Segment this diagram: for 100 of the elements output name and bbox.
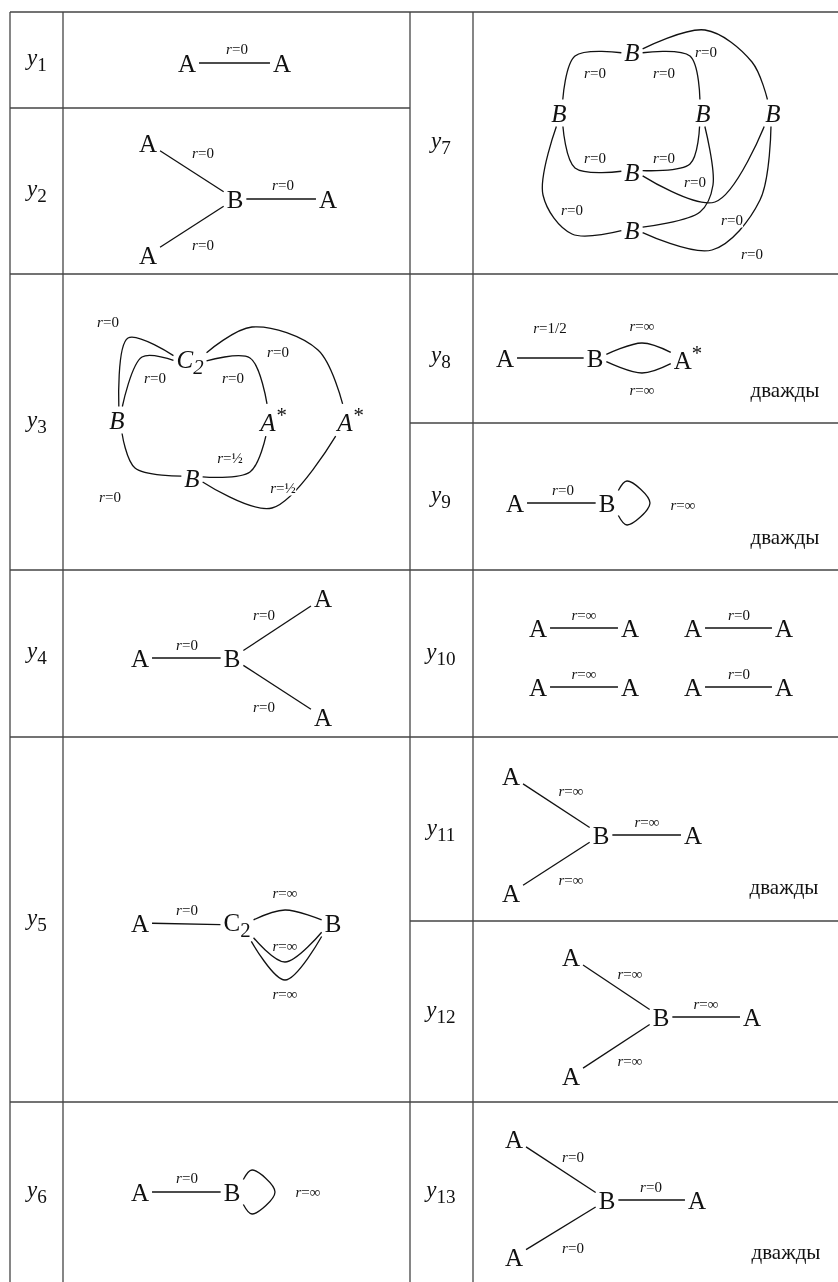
edge-label: r=0 [584, 150, 606, 166]
edge-label: r=0 [267, 344, 289, 360]
graph-vertex: B [223, 1179, 241, 1205]
graph-vertex: A [620, 674, 640, 700]
graph-edge [642, 125, 765, 204]
graph-edge [704, 627, 773, 629]
graph-vertex: A [313, 704, 333, 730]
note-text: дважды [749, 876, 819, 898]
graph-edge [642, 50, 701, 101]
graph-edge [205, 355, 268, 405]
note-text: дважды [750, 379, 820, 401]
edge-label: r=0 [176, 637, 198, 653]
graph-vertex: A [501, 880, 521, 906]
edge-label: r=0 [253, 699, 275, 715]
graph-edge [562, 50, 622, 101]
graph-edge [252, 931, 323, 963]
graph-vertex: A$^{*}$ [260, 404, 286, 436]
edge-label: r=0 [97, 314, 119, 330]
graph-edge [671, 1016, 741, 1018]
graph-vertex: A [528, 615, 548, 641]
row-label: y$_{1}$ [27, 46, 47, 74]
row-label: y$_{12}$ [426, 998, 456, 1026]
graph-vertex: B [592, 822, 610, 848]
edge-label: r=½ [270, 480, 296, 496]
graph-edge [151, 657, 222, 659]
graph-vertex: A [313, 585, 333, 611]
graph-edge [205, 326, 344, 405]
edge-label: r=0 [653, 150, 675, 166]
graph-vertex: A [501, 763, 521, 789]
loop-edge [617, 480, 651, 526]
graph-edge [549, 686, 619, 688]
graph-vertex: A [620, 615, 640, 641]
edge-label: r=0 [222, 370, 244, 386]
graph-vertex: B [624, 159, 640, 185]
graph-edge [202, 435, 267, 479]
graph-edge [522, 783, 591, 829]
graph-vertex: A [561, 944, 581, 970]
note-text: дважды [750, 526, 820, 548]
edge-label: r=0 [272, 177, 294, 193]
graph-vertex: B [586, 345, 604, 371]
graph-vertex: B [223, 645, 241, 671]
edge-label: r=0 [176, 902, 198, 918]
row-label: y$_{7}$ [431, 129, 451, 157]
edge-label: r=0 [192, 145, 214, 161]
graph-edge [151, 1191, 222, 1193]
row-label: y$_{4}$ [27, 639, 47, 667]
graph-vertex: A [138, 242, 158, 268]
graph-vertex: A [130, 910, 150, 936]
row-label: y$_{8}$ [431, 343, 451, 371]
graph-edge [159, 150, 225, 193]
graph-vertex: B [624, 39, 640, 65]
graph-edge [252, 909, 323, 921]
graph-vertex: B [765, 100, 781, 126]
edge-label: r=½ [217, 450, 243, 466]
graph-edge [121, 432, 182, 477]
edge-label: r=0 [653, 65, 675, 81]
graph-edge [525, 1206, 597, 1251]
row-label: y$_{2}$ [27, 177, 47, 205]
graph-vertex: A [505, 490, 525, 516]
graph-edge [118, 336, 175, 408]
graph-vertex: A [774, 615, 794, 641]
graph-edge [526, 502, 597, 504]
row-label: y$_{10}$ [426, 640, 456, 668]
graph-edge [250, 935, 323, 981]
edge-label: r=0 [176, 1170, 198, 1186]
graph-vertex: C$_{2}$ [223, 909, 251, 941]
graph-vertex: A$^{*}$ [673, 342, 703, 374]
edge-label: r=0 [728, 666, 750, 682]
note-text: дважды [751, 1241, 821, 1263]
graph-vertex: B [624, 217, 640, 243]
graph-vertex: A [687, 1187, 707, 1213]
edge-label: r=0 [728, 607, 750, 623]
row-label: y$_{6}$ [27, 1178, 47, 1206]
graph-edge [198, 62, 271, 64]
edge-label: r=0 [721, 212, 743, 228]
graph-vertex: A [742, 1004, 762, 1030]
edge-label: r=0 [253, 607, 275, 623]
graph-vertex: A [138, 130, 158, 156]
graph-vertex: B [551, 100, 567, 126]
graph-vertex: A [130, 1179, 150, 1205]
graph-edge [642, 29, 769, 101]
graph-vertex: A [177, 50, 197, 76]
graph-vertex: A [683, 822, 703, 848]
edge-label: r=0 [192, 237, 214, 253]
graph-edge [121, 354, 175, 408]
graph-vertex: A [130, 645, 150, 671]
row-label: y$_{3}$ [27, 408, 47, 436]
graph-edge [159, 205, 225, 248]
graph-vertex: A [495, 345, 515, 371]
graph-edge [617, 1199, 686, 1201]
graph-vertex: A [774, 674, 794, 700]
edge-label: r=0 [584, 65, 606, 81]
graph-edge [605, 342, 672, 356]
edge-label: r=0 [562, 1149, 584, 1165]
graph-edge [704, 686, 773, 688]
graph-vertex: A [504, 1126, 524, 1152]
edge-label: r=0 [226, 41, 248, 57]
edge-label: r=1/2 [533, 320, 567, 336]
graph-edge [605, 360, 672, 374]
loop-edge [242, 1169, 276, 1215]
